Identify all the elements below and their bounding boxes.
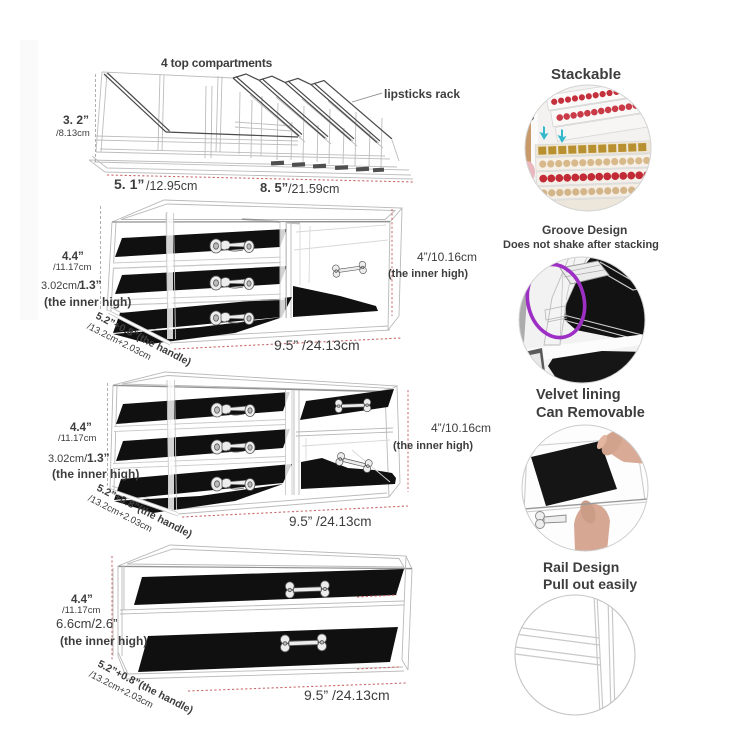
svg-text:4.4”: 4.4”: [62, 251, 84, 263]
svg-text:5. 1”: 5. 1”: [114, 176, 144, 192]
svg-text:9.5” /24.13cm: 9.5” /24.13cm: [274, 337, 360, 353]
svg-text:Groove Design: Groove Design: [542, 223, 627, 237]
svg-text:/11.17cm: /11.17cm: [53, 262, 91, 273]
svg-text:(the inner high): (the inner high): [52, 467, 139, 481]
svg-text:4.4”: 4.4”: [70, 422, 92, 434]
svg-text:Pull out easily: Pull out easily: [543, 576, 637, 592]
svg-text:1.3”: 1.3”: [79, 278, 102, 292]
svg-text:8. 5”: 8. 5”: [260, 180, 288, 195]
svg-text:9.5” /24.13cm: 9.5” /24.13cm: [304, 687, 390, 703]
svg-text:4 top compartments: 4 top compartments: [161, 56, 273, 70]
svg-text:/12.95cm: /12.95cm: [146, 179, 197, 193]
svg-text:9.5” /24.13cm: 9.5” /24.13cm: [289, 514, 372, 529]
svg-text:4”/10.16cm: 4”/10.16cm: [417, 250, 477, 264]
svg-text:3.02cm/: 3.02cm/: [41, 280, 81, 292]
svg-text:4”/10.16cm: 4”/10.16cm: [431, 421, 491, 435]
svg-text:3. 2”: 3. 2”: [63, 113, 89, 127]
svg-text:1.3”: 1.3”: [87, 451, 110, 465]
svg-text:(the inner high): (the inner high): [60, 634, 147, 648]
svg-text:/11.17cm: /11.17cm: [58, 433, 96, 444]
svg-text:(the inner high): (the inner high): [388, 268, 468, 280]
svg-text:Does not shake after stacking: Does not shake after stacking: [503, 239, 659, 251]
svg-text:Can Removable: Can Removable: [536, 405, 645, 421]
svg-text:6.6cm/2.6”: 6.6cm/2.6”: [56, 616, 117, 631]
svg-text:4.4”: 4.4”: [71, 594, 93, 606]
svg-text:Stackable: Stackable: [551, 66, 621, 83]
svg-text:/11.17cm: /11.17cm: [62, 605, 100, 616]
svg-text:(the inner high): (the inner high): [393, 440, 473, 452]
svg-text:lipsticks rack: lipsticks rack: [384, 87, 460, 101]
svg-text:/21.59cm: /21.59cm: [288, 182, 339, 196]
svg-text:3.02cm/: 3.02cm/: [48, 453, 88, 465]
svg-text:/8.13cm: /8.13cm: [56, 128, 90, 139]
svg-text:(the inner high): (the inner high): [44, 295, 131, 309]
svg-text:Rail Design: Rail Design: [543, 559, 619, 575]
svg-text:Velvet lining: Velvet lining: [536, 387, 621, 403]
